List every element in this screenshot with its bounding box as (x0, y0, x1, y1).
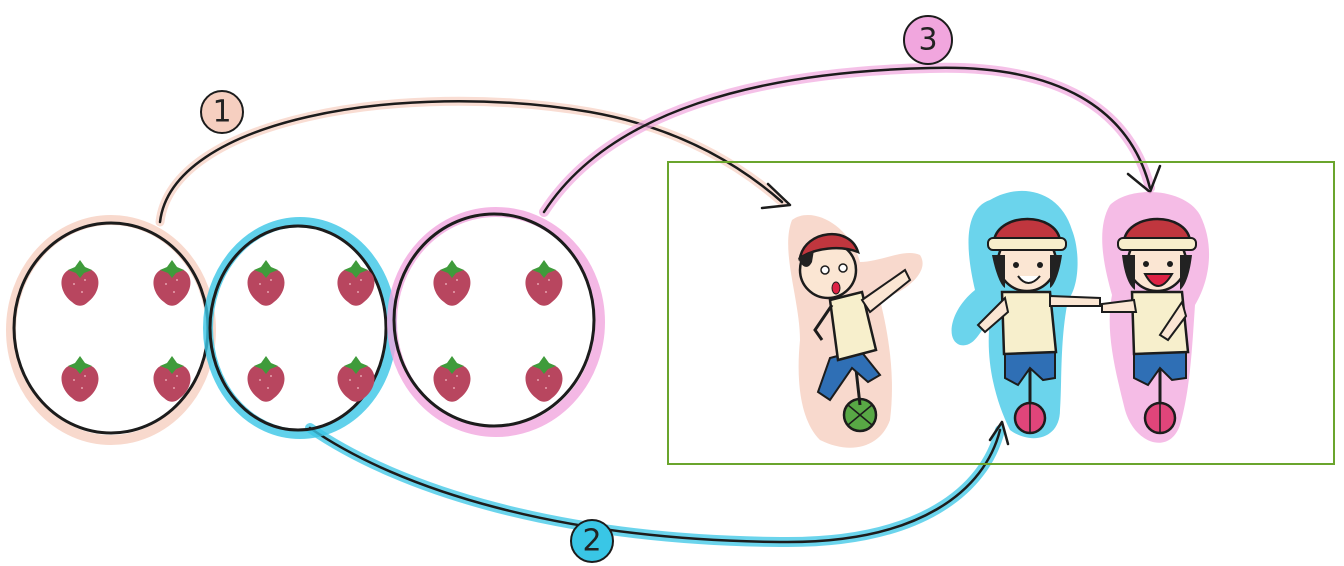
children-frame (667, 161, 1335, 465)
label-1-text: 1 (212, 95, 231, 130)
arrow-1 (155, 96, 792, 227)
strawberry-group-2 (203, 217, 397, 439)
strawberry-icon (433, 356, 471, 402)
child-girl-laughing (1101, 192, 1210, 443)
strawberry-icon (153, 260, 191, 306)
strawberry-icon (525, 356, 563, 402)
label-2-text: 2 (582, 524, 601, 559)
strawberry-group-3 (387, 207, 605, 437)
arrow-2 (305, 420, 1010, 548)
child-boy (788, 214, 923, 448)
arrow-3 (539, 62, 1162, 217)
strawberry-icon (61, 356, 99, 402)
strawberry-icon (61, 260, 99, 306)
strawberry-icon (247, 260, 285, 306)
label-3: 3 (903, 15, 953, 65)
label-3-text: 3 (918, 23, 937, 58)
strawberry-icon (247, 356, 285, 402)
strawberry-icon (525, 260, 563, 306)
label-2: 2 (570, 519, 614, 563)
child-girl-smiling (951, 190, 1101, 439)
label-1: 1 (200, 90, 244, 134)
strawberry-icon (433, 260, 471, 306)
strawberry-group-1 (6, 215, 216, 445)
